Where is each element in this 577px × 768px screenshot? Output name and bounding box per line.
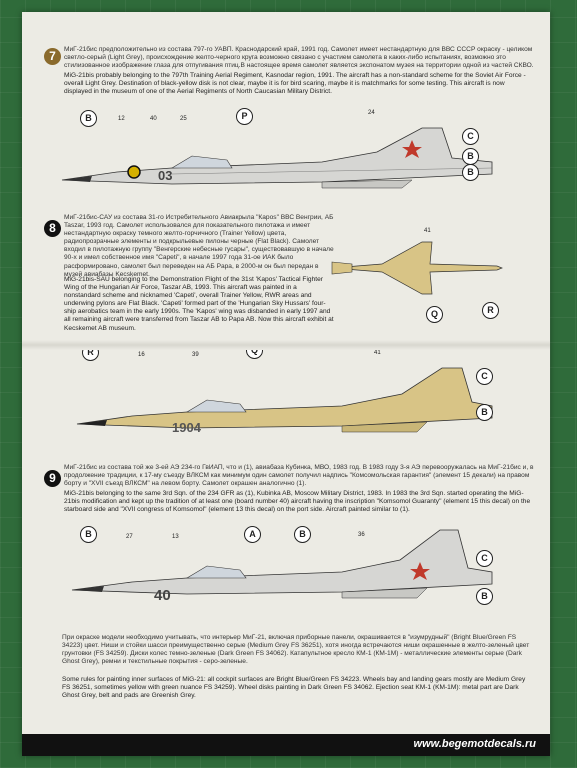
callout-B: B [476,404,493,421]
decal-number: 25 [180,116,187,122]
instruction-sheet: 7 МиГ-21бис предположительно из состава … [22,12,550,756]
decal-number: 12 [118,116,125,122]
callout-B: B [462,164,479,181]
callout-B: B [462,148,479,165]
decal-number: 36 [358,532,365,538]
aircraft-8-side-view: 1904 [76,367,493,435]
section-number-8: 8 [44,220,61,237]
section-9-russian-text: МиГ-21бис из состава той же 3-ей АЭ 234-… [64,464,534,488]
footer-bar: www.begemotdecals.ru [22,734,550,756]
section-7-russian-text: МиГ-21бис предположительно из состава 79… [64,46,534,70]
section-8-english-text: MiG-21bis-SAU belonging to the Demonstra… [64,276,334,332]
section-7-english-text: MiG-21bis probably belonging to the 797t… [64,72,526,96]
callout-B: B [80,110,97,127]
decal-number: 13 [172,534,179,540]
decal-number: 39 [192,352,199,358]
board-number-1904: 1904 [172,420,202,435]
notes-russian-text: При окраске модели необходимо учитывать,… [62,634,530,666]
aircraft-8-top-view [331,241,503,295]
callout-A: A [244,526,261,543]
website-url[interactable]: www.begemotdecals.ru [413,738,536,750]
aircraft-9-side-view: 40 [71,529,493,604]
board-number-03: 03 [158,168,172,183]
aircraft-7-side-view: 03 [61,127,493,189]
decal-number: 16 [138,352,145,358]
decal-number: 27 [126,534,133,540]
section-8-russian-text: МиГ-21бис-САУ из состава 31-го Истребите… [64,214,334,278]
callout-R: R [482,302,499,319]
callout-C: C [462,128,479,145]
fold-crease [22,340,550,350]
callout-P: P [236,108,253,125]
callout-B: B [80,526,97,543]
decal-number: 41 [374,350,381,356]
decal-number: 40 [150,116,157,122]
section-9-english-text: MiG-21bis belonging to the same 3rd Sqn.… [64,490,531,514]
section-number-7: 7 [44,48,61,65]
notes-english-text: Some rules for painting inner surfaces o… [62,676,526,700]
callout-B: B [294,526,311,543]
decal-number: 41 [424,228,431,234]
decal-number: 24 [368,110,375,116]
callout-C: C [476,368,493,385]
section-number-9: 9 [44,470,61,487]
callout-C: C [476,550,493,567]
callout-B: B [476,588,493,605]
board-number-40: 40 [154,587,171,604]
callout-Q: Q [426,306,443,323]
